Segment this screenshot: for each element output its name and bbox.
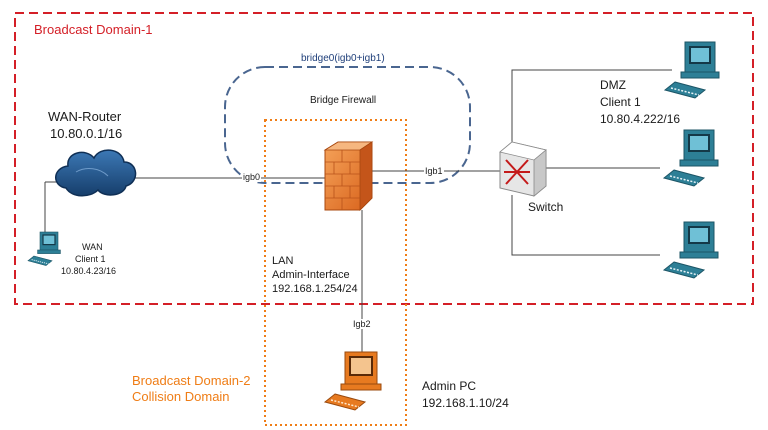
switch-label: Switch (528, 200, 564, 214)
port-igb1-label: Igb1 (424, 166, 444, 176)
bridge-interface-label: bridge0(igb0+igb1) (301, 53, 385, 64)
wan-client-line2: Client 1 (75, 254, 106, 264)
broadcast-domain-1-label: Broadcast Domain-1 (34, 22, 153, 37)
lan-admin-ip: 192.168.1.254/24 (272, 283, 358, 295)
dmz-computer-2-icon (663, 129, 719, 187)
wan-client-line1: WAN (82, 242, 103, 252)
firewall-icon (323, 141, 374, 211)
broadcast-domain-2-box (264, 119, 407, 426)
cloud-icon (55, 149, 137, 197)
wan-client-computer-icon (27, 231, 61, 267)
wan-client-ip: 10.80.4.23/16 (61, 266, 117, 276)
dmz-computer-1-icon (664, 41, 720, 99)
broadcast-domain-2-label: Broadcast Domain-2 (132, 373, 251, 388)
bridge-firewall-label: Bridge Firewall (310, 95, 377, 106)
switch-icon (499, 141, 547, 197)
broadcast-domain-1-box (14, 12, 754, 305)
wan-router-name: WAN-Router (48, 109, 122, 124)
port-igb2-label: Igb2 (352, 319, 372, 329)
link-switch-dmz1 (511, 69, 672, 150)
lan-label-line2: Admin-Interface (272, 269, 350, 281)
lan-label-line1: LAN (272, 255, 294, 267)
admin-computer-icon (323, 351, 382, 411)
collision-domain-label: Collision Domain (132, 389, 230, 404)
link-switch-dmz3 (511, 195, 660, 256)
dmz-client-ip: 10.80.4.222/16 (600, 112, 681, 126)
admin-pc-ip: 192.168.1.10/24 (422, 396, 509, 410)
dmz-label-line1: DMZ (600, 78, 626, 92)
admin-pc-name: Admin PC (422, 379, 477, 393)
links (44, 69, 672, 355)
port-igb0-label: igb0 (242, 172, 262, 182)
dmz-label-line2: Client 1 (600, 95, 641, 109)
wan-router-ip: 10.80.0.1/16 (50, 126, 123, 141)
dmz-computer-3-icon (663, 221, 719, 279)
